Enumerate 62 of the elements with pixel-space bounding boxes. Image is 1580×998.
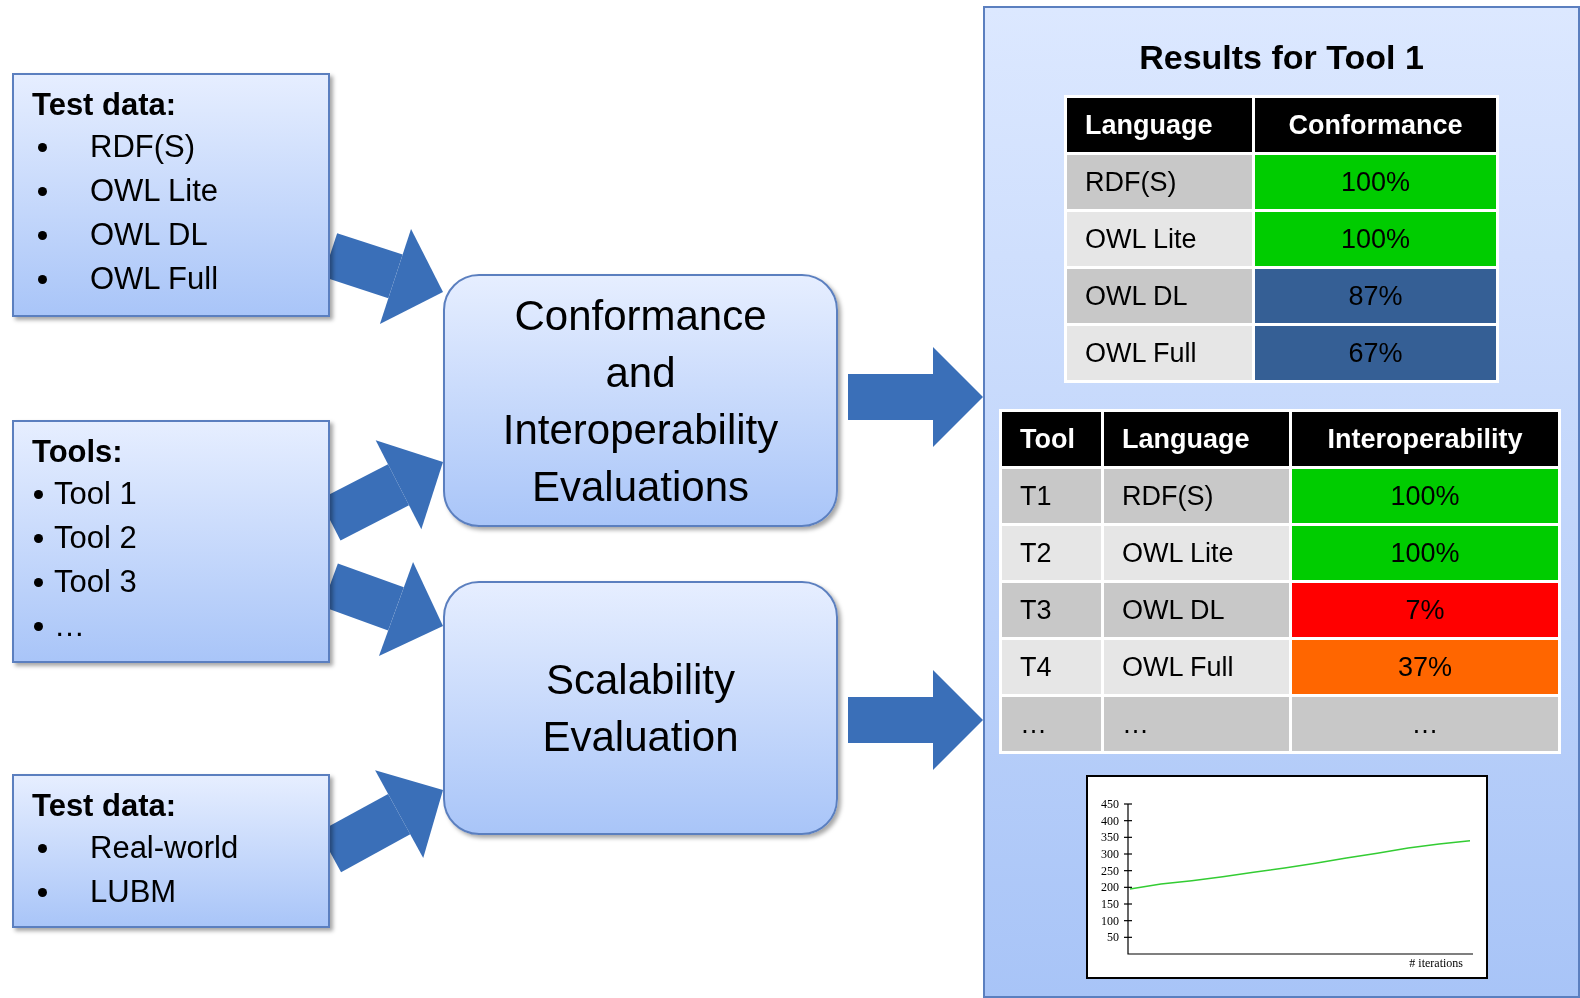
list-item: Tool 2 xyxy=(54,519,137,557)
tick-label: 100 xyxy=(1101,913,1119,928)
table-cell: 100% xyxy=(1253,210,1498,268)
table-cell: OWL DL xyxy=(1065,267,1254,325)
table-cell: T2 xyxy=(1000,524,1103,582)
table-cell: … xyxy=(1102,695,1291,753)
table-header: Language xyxy=(1065,96,1254,154)
table-cell: … xyxy=(1290,695,1560,753)
process-box xyxy=(443,581,838,835)
table-cell: 100% xyxy=(1290,467,1560,525)
list-item: LUBM xyxy=(90,873,177,911)
table-cell: OWL Lite xyxy=(1065,210,1254,268)
table-cell: T4 xyxy=(1000,638,1103,696)
table-header: Interoperability xyxy=(1290,410,1560,468)
list-item: OWL Full xyxy=(90,260,219,298)
process-box xyxy=(443,274,838,527)
table-header: Tool xyxy=(1000,410,1103,468)
table-header: Language xyxy=(1102,410,1291,468)
list-heading: Tools: xyxy=(32,434,124,470)
list-item: OWL DL xyxy=(90,216,208,254)
table-cell: 7% xyxy=(1290,581,1560,639)
tick-label: 250 xyxy=(1101,863,1119,878)
table-header: Conformance xyxy=(1253,96,1498,154)
table-cell: 100% xyxy=(1290,524,1560,582)
process-label: Scalability Evaluation xyxy=(541,655,740,762)
input-box xyxy=(12,73,330,317)
list-item: Tool 3 xyxy=(54,563,137,601)
table-cell: OWL Lite xyxy=(1102,524,1291,582)
table-cell: T3 xyxy=(1000,581,1103,639)
table-cell: … xyxy=(1000,695,1103,753)
tick-label: 400 xyxy=(1101,813,1119,828)
list-item: Tool 1 xyxy=(54,475,137,513)
list-item: RDF(S) xyxy=(90,128,196,166)
tick-label: 300 xyxy=(1101,847,1119,861)
list-heading: Test data: xyxy=(32,87,178,123)
table-cell: RDF(S) xyxy=(1102,467,1291,525)
table-cell: 100% xyxy=(1253,153,1498,211)
input-box xyxy=(12,774,330,928)
table-cell: 67% xyxy=(1253,324,1498,382)
table-cell: T1 xyxy=(1000,467,1103,525)
tick-label: 50 xyxy=(1107,930,1119,945)
table-cell: RDF(S) xyxy=(1065,153,1254,211)
table-cell: 37% xyxy=(1290,638,1560,696)
list-item: OWL Lite xyxy=(90,172,219,210)
table-cell: OWL Full xyxy=(1065,324,1254,382)
axis-title: # iterations xyxy=(1409,956,1463,970)
block-arrow xyxy=(848,670,983,770)
process-label: Conformance and Interoperability Evaluations xyxy=(501,290,780,512)
list-item: Real-world xyxy=(90,829,239,867)
list-item: … xyxy=(54,607,85,645)
panel-title: Results for Tool 1 xyxy=(1138,38,1425,77)
tick-label: 450 xyxy=(1101,797,1119,811)
table-cell: OWL DL xyxy=(1102,581,1291,639)
tick-label: 350 xyxy=(1101,830,1119,845)
table-cell: OWL Full xyxy=(1102,638,1291,696)
list-heading: Test data: xyxy=(32,788,178,824)
tick-label: 200 xyxy=(1101,880,1119,895)
tick-label: 150 xyxy=(1101,897,1119,911)
block-arrow xyxy=(848,347,983,447)
input-box xyxy=(12,420,330,663)
table-cell: 87% xyxy=(1253,267,1498,325)
results-panel xyxy=(983,6,1580,998)
